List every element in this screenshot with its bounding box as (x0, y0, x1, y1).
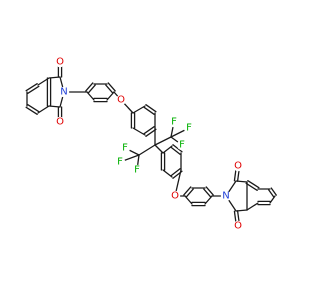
bond-g4-g5-b (270, 187, 277, 196)
atom-label-F3: F (179, 140, 185, 151)
atom-label-O1: O (56, 57, 64, 68)
bond-c5-c6-a (145, 104, 157, 113)
atom-label-N2: N (222, 191, 229, 202)
bond-q-d1 (154, 144, 164, 154)
bond-c3-c4-b (143, 126, 155, 135)
atom-label-F4: F (122, 143, 128, 154)
atom-label-O5: O (234, 161, 242, 172)
bond-a5-a6 (37, 105, 50, 114)
atom-backdrop-O6 (232, 220, 244, 232)
bond-b1-b2-a (87, 84, 96, 94)
bond-q-cf2 (138, 144, 156, 156)
atom-backdrop-N2 (220, 190, 232, 202)
bond-g7-g2 (246, 202, 259, 211)
bond-d5-d6-b (170, 146, 181, 155)
bond-g4-g5-a (268, 189, 275, 198)
atom-label-O4: O (171, 191, 179, 202)
atom-backdrop-F4 (119, 142, 131, 154)
bond-a4-a5-b (27, 104, 40, 113)
bond-e1-e2-b (183, 186, 192, 196)
bond-e6-e1 (184, 195, 193, 205)
bond-g5-g6 (269, 195, 276, 204)
atom-label-O2: O (56, 117, 64, 128)
bond-b3-b4-a (105, 84, 114, 94)
atom-backdrop-N1 (58, 86, 70, 98)
atom-backdrop-F6 (131, 164, 143, 176)
atom-label-F2: F (186, 123, 192, 134)
atom-label-F1: F (171, 117, 177, 128)
atom-backdrop-O4 (169, 190, 181, 202)
bond-m2-g2 (235, 209, 248, 212)
bond-e4-e5 (204, 195, 213, 205)
atom-backdrop-O3 (115, 94, 127, 106)
bond-g1-g3-a (245, 182, 258, 191)
atom-backdrop-O5 (232, 160, 244, 172)
atom-backdrop-F1 (168, 116, 180, 128)
bond-a2-a3-a (25, 83, 38, 92)
bond-e3-e4-b (205, 186, 214, 196)
atom-label-O3: O (117, 95, 125, 106)
atom-label-F6: F (134, 165, 140, 176)
atom-label-F5: F (117, 157, 123, 168)
atom-backdrop-F5 (114, 156, 126, 168)
bond-d5-d6-a (172, 144, 183, 153)
bond-c6-c1 (132, 105, 146, 114)
bond-g1-g3-b (247, 180, 260, 189)
bond-e1-e2-a (185, 188, 194, 198)
bond-q-cf1 (154, 136, 172, 146)
bond-c3-c4-a (145, 128, 157, 137)
bond-b4-b5 (106, 91, 115, 101)
bond-a4-a5-a (25, 106, 38, 115)
bond-e3-e4-a (203, 188, 212, 198)
atom-backdrop-F3 (176, 139, 188, 151)
atom-label-N1: N (60, 87, 67, 98)
bond-b3-b4-b (107, 82, 116, 92)
bond-c5-c6-b (143, 106, 155, 115)
bond-b1-b2-b (85, 82, 94, 92)
bond-m1-g1 (235, 180, 248, 183)
atom-backdrop-F2 (183, 122, 195, 134)
atom-label-O6: O (234, 221, 242, 232)
bond-layer (25, 61, 277, 227)
bond-c2-c3 (132, 127, 146, 136)
bond-d3-d4-b (170, 168, 181, 177)
bond-d6-d1 (162, 145, 173, 154)
bond-b6-b1 (86, 91, 95, 101)
bond-a2-a3-b (27, 85, 40, 94)
atom-backdrop-O1 (54, 56, 66, 68)
atom-backdrop-O2 (54, 116, 66, 128)
